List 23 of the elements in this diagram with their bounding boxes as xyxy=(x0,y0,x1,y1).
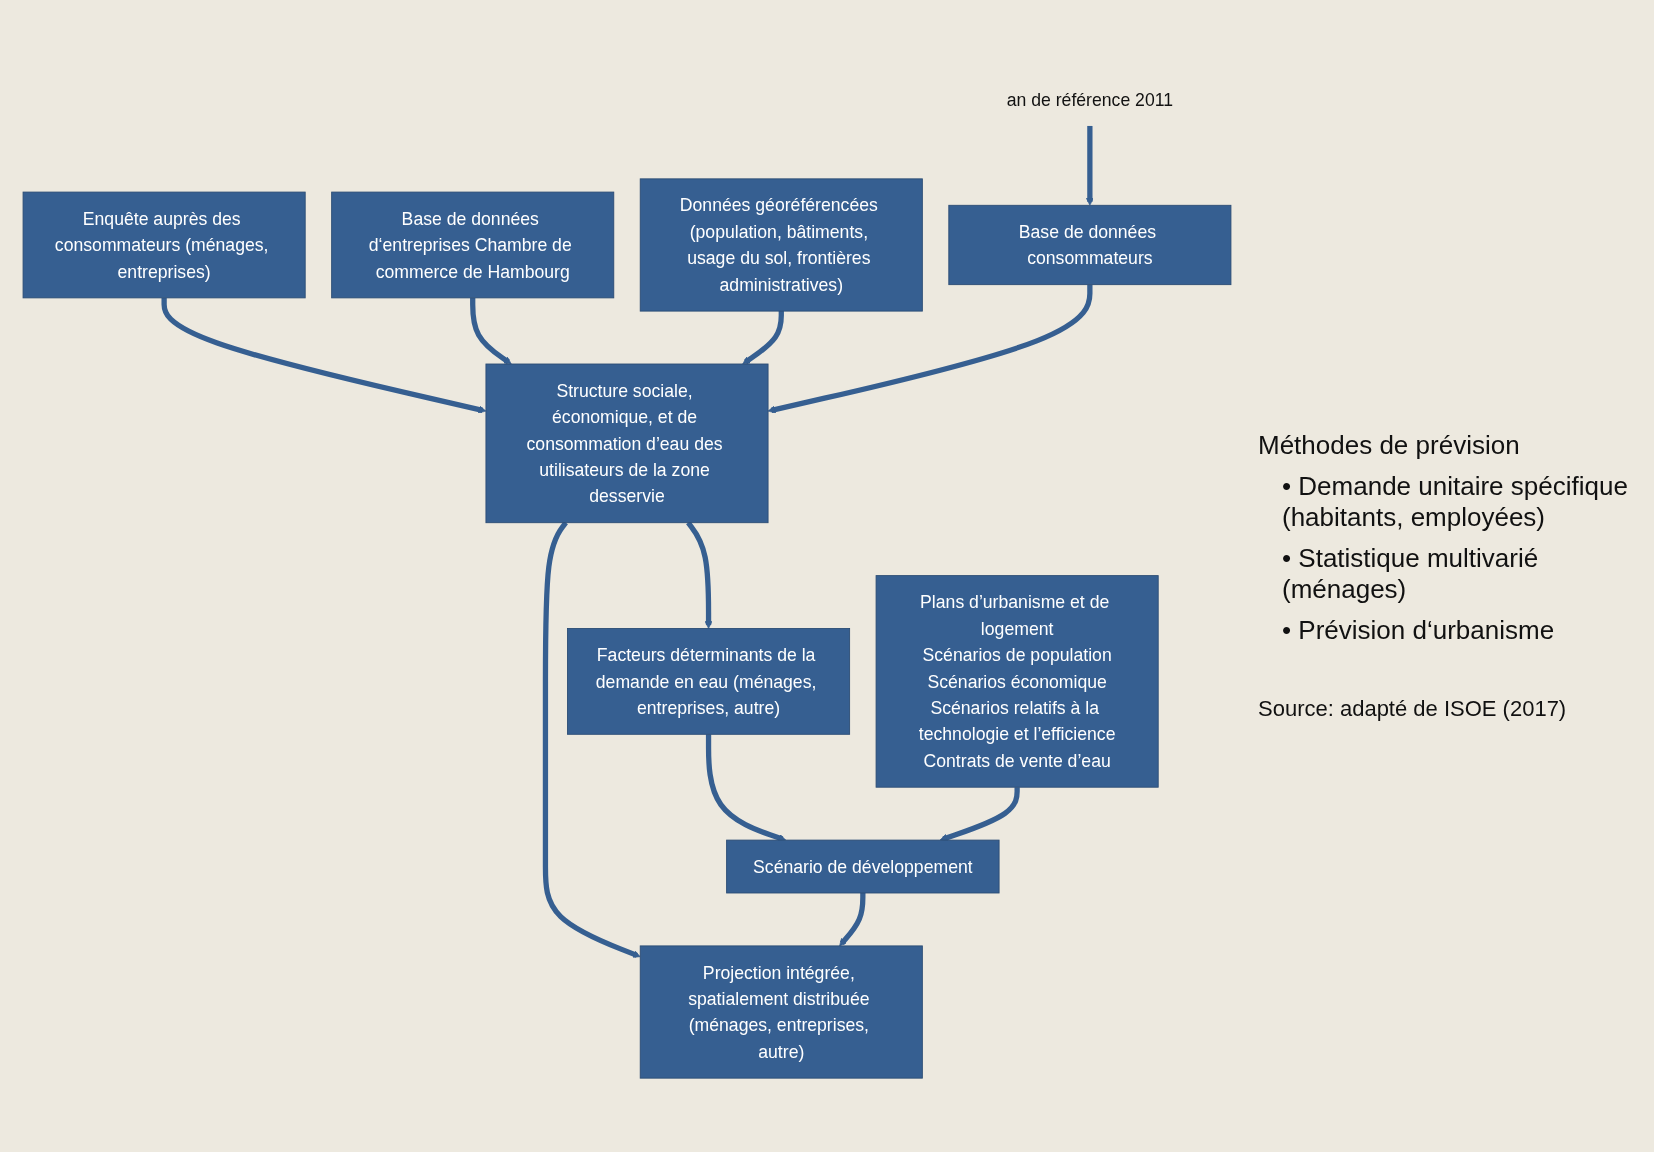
methods-heading: Méthodes de prévision xyxy=(1258,430,1521,461)
node-box: Données géoréférencées (population, bâtiments, usage du sol, frontières administratives) xyxy=(639,178,923,312)
node-box: Base de données consommateurs xyxy=(948,205,1232,286)
node-box: Structure sociale, économique, et de consommation d’eau des utilisateurs de la zone desservie xyxy=(485,363,769,524)
arrow xyxy=(705,734,787,842)
source-note: Source: adapté de ISOE (2017) xyxy=(1258,696,1568,722)
method-bullet: • Statistique multivarié (ménages) xyxy=(1281,543,1540,605)
arrow xyxy=(161,298,487,414)
method-bullet: • Prévision d‘urbanisme xyxy=(1281,615,1556,646)
node-box: Base de données d‘entreprises Chambre de commerce de Hambourg xyxy=(331,192,615,299)
arrow xyxy=(767,285,1093,414)
method-bullet: • Demande unitaire spécifique (habitants, employées) xyxy=(1281,471,1629,533)
node-box: Plans d’urbanisme et de logement Scénarios de population Scénarios économique Scénarios relatifs à la technologie et l’efficience Contrats de vente d’eau xyxy=(875,575,1159,789)
arrow xyxy=(1086,126,1094,207)
node-box: Scénario de développement xyxy=(726,840,1000,894)
arrow xyxy=(742,311,784,365)
node-box: Facteurs déterminants de la demande en eau (ménages, entreprises, autre) xyxy=(567,628,851,736)
node-text: an de référence 2011 xyxy=(1006,90,1174,110)
arrow xyxy=(939,787,1020,842)
arrow xyxy=(839,893,866,947)
node-box: Projection intégrée, spatialement distribuée (ménages, entreprises, autre) xyxy=(639,945,923,1079)
arrow xyxy=(470,298,512,365)
node-box: Enquête auprès des consommateurs (ménages, entreprises) xyxy=(22,192,306,299)
